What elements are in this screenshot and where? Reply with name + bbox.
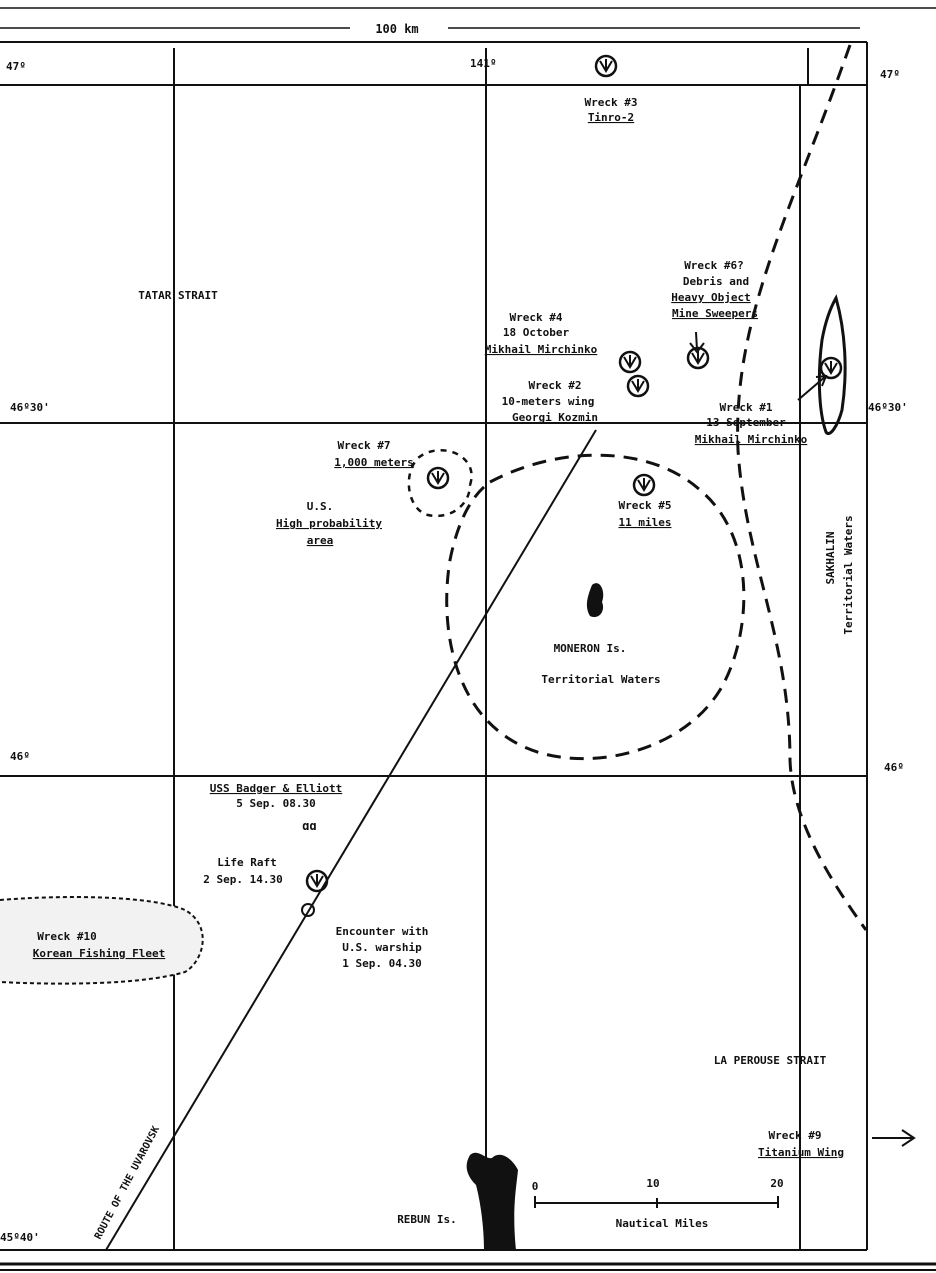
moneron-label: MONERON Is. [554,642,627,655]
wreck5-marker [632,473,656,497]
badger-title: USS Badger & Elliott [210,782,342,795]
lat-4630-left: 46º30' [10,401,50,414]
raft-time: 2 Sep. 14.30 [203,873,282,886]
tatar-strait-label: TATAR STRAIT [138,289,218,302]
grid-lines [0,48,867,1251]
la-perouse-label: LA PEROUSE STRAIT [714,1054,827,1067]
wreck1-name: Mikhail Mirchinko [695,433,808,446]
islands [466,294,847,1250]
event-labels: U.S. High probability area USS Badger & … [203,500,428,970]
rebun-label: REBUN Is. [397,1213,457,1226]
route-label: ROUTE OF THE UVAROVSK [93,1125,162,1242]
wreck9-name: Titanium Wing [758,1146,844,1159]
wreck2-detail: 10-meters wing [502,395,595,408]
scale-tick-0: 0 [532,1180,539,1193]
encounter-line3: 1 Sep. 04.30 [342,957,421,970]
wreck3-title: Wreck #3 [585,96,638,109]
graticule-labels: 47º 47º 141º 46º30' 46º30' 46º 46º 45º40… [0,57,908,1244]
wreck5-title: Wreck #5 [619,499,672,512]
rebun-island [466,1152,518,1250]
wreck10-name: Korean Fishing Fleet [33,947,165,960]
lat-47-left: 47º [6,60,26,73]
badger-ships-marker: ɑɑ [302,819,316,833]
wreck2-title: Wreck #2 [529,379,582,392]
sakhalin-boundary [736,44,868,931]
lat-46-left: 46º [10,750,30,763]
wreck1-marker [819,356,843,380]
moneron-boundary [445,453,746,761]
scale-tick-20: 20 [770,1177,783,1190]
wreck7-title: Wreck #7 [338,439,391,452]
wreck7-distance: 1,000 meters [334,456,413,469]
us-area-line1: U.S. [307,500,334,513]
wreck-labels: Wreck #3 Tinro-2 Wreck #6? Debris and He… [33,96,844,1159]
territorial-boundaries [407,44,868,931]
lon-141: 141º [470,57,497,70]
wreck6-line3: Heavy Object [671,291,750,304]
encounter-line2: U.S. warship [342,941,422,954]
wreck6-line2: Debris and [683,275,749,288]
top-scale-label: 100 km [375,22,418,36]
wreck3-marker [594,54,618,78]
region-labels: TATAR STRAIT MONERON Is. Territorial Wat… [138,289,855,1226]
wreck2-marker [626,374,650,398]
wreck5-distance: 11 miles [619,516,672,529]
wreck1-title: Wreck #1 [720,401,773,414]
sakhalin-shape [817,294,847,435]
wreck1-date: 13 September [706,416,786,429]
encounter-marker [301,903,315,917]
lat-4540-left: 45º40' [0,1231,40,1244]
korean-fleet-area [0,896,204,985]
raft-title: Life Raft [217,856,277,869]
wreck3-name: Tinro-2 [588,111,634,124]
moneron-waters-label: Territorial Waters [541,673,660,686]
wreck4-name: Mikhail Mirchinko [485,343,598,356]
life-raft-marker [305,869,329,893]
wreck7-marker [426,466,450,490]
sakhalin-label: SAKHALIN [824,532,837,585]
moneron-island [586,583,604,618]
lat-4630-right: 46º30' [868,401,908,414]
wreck2-name: Georgi Kozmin [512,411,598,424]
us-area-line3: area [307,534,334,547]
scale-tick-10: 10 [646,1177,659,1190]
wreck9-title: Wreck #9 [769,1129,822,1142]
badger-time: 5 Sep. 08.30 [236,797,315,810]
top-scale: 100 km [0,22,860,36]
nautical-scale-bar: 0 10 20 Nautical Miles [532,1177,784,1230]
wreck10-title: Wreck #10 [37,930,97,943]
pointer-arrows [689,331,916,1147]
encounter-line1: Encounter with [336,925,429,938]
sakhalin-waters-label: Territorial Waters [842,515,855,634]
us-area-line2: High probability [276,517,382,530]
route-uvarovsk: ROUTE OF THE UVAROVSK [93,429,597,1251]
lat-46-right: 46º [884,761,904,774]
wreck4-title: Wreck #4 [510,311,563,324]
wreck7-circle [407,449,473,518]
wreck-markers: ɑɑ [302,54,843,893]
wreck4-date: 18 October [503,326,570,339]
scale-unit: Nautical Miles [616,1217,709,1230]
map-frame [0,7,936,1271]
wreck4-marker [618,350,642,374]
lat-47-right: 47º [880,68,900,81]
wreck6-line4: Mine Sweepers [672,307,758,320]
wreck6-title: Wreck #6? [684,259,744,272]
